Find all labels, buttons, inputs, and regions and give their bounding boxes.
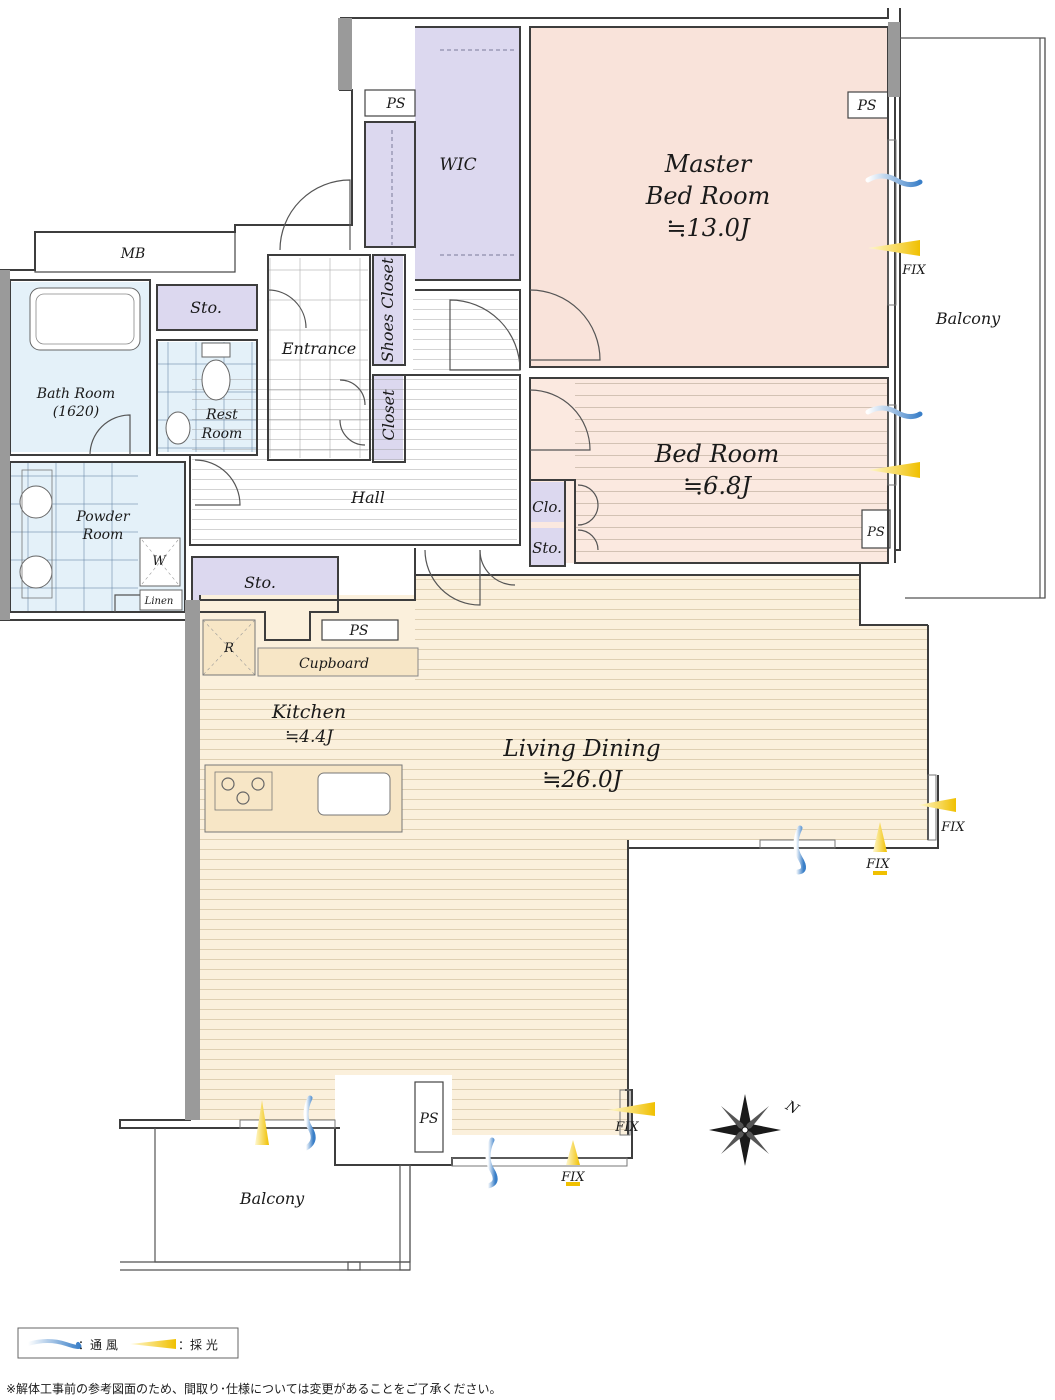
wind-markers [303,173,923,1189]
ps-wic-box [364,89,416,117]
sto-bed-label: Sto. [532,539,562,557]
master-bedroom-size: ≒13.0J [666,214,751,242]
wind-legend-icon [26,1339,82,1349]
wind-icon [865,173,923,188]
clo-fill [530,482,565,522]
entrance-label: Entrance [281,339,356,358]
compass-north-label: N [782,1098,802,1119]
fix-ld-lower-bottom-label: FIX [560,1170,585,1185]
fix-ld-bottom-label: FIX [865,857,890,872]
ps-bed-label: PS [866,525,885,540]
wind-icon [865,405,923,420]
sink-bowl-1 [19,485,53,519]
rest-room-label-2: Room [201,426,243,442]
hall-upper-stripes [413,290,518,370]
bedroom-label: Bed Room [654,440,780,468]
toilet [201,359,231,401]
room-fills [10,27,928,1153]
mb-label: MB [120,246,146,262]
bedroom-size: ≒6.8J [683,472,752,500]
living-dining-stripes [200,575,928,1135]
ps-bottom-box [414,1081,444,1153]
master-bedroom-label: Master [664,150,753,178]
wind-icon [793,825,806,875]
shoes-closet-label: Shoes Closet [378,257,397,362]
sto-bed-fill [530,528,565,566]
living-dining-label: Living Dining [502,736,660,762]
ps-mid-label: PS [348,623,368,639]
light-icon [255,1100,269,1145]
entrance-tiles [268,258,368,458]
ps-master-box [847,91,889,119]
kitchen-label: Kitchen [271,701,346,723]
master-bedroom-fill [530,27,888,367]
master-bedroom-label-2: Bed Room [645,182,771,210]
doors [89,179,601,612]
cupboard-label: Cupboard [299,656,369,672]
light-icon [608,1102,655,1116]
bathtub [29,287,141,351]
fix-ld-right-label: FIX [940,820,965,835]
wic-label: WIC [439,155,476,175]
light-icon [873,822,887,852]
disclaimer-note: ※解体工事前の参考図面のため、間取り･仕様については変更があることをご了承くださ… [6,1381,501,1396]
ps-master-label: PS [856,98,876,114]
linen-box [139,589,183,611]
mb-box [34,231,236,273]
sink [317,772,391,816]
ps-mid-box [321,619,399,641]
powder-label-2: Room [82,527,124,543]
wind-icon [303,1095,316,1151]
light-icon [868,240,920,256]
sink-bowl-2 [19,555,53,589]
compass-icon [709,1094,781,1166]
ps-bottom-label: PS [418,1111,438,1127]
light-icon [566,1140,580,1165]
stove [214,771,273,811]
powder-label: Powder [75,509,131,525]
walls [0,8,939,1166]
clo-label: Clo. [532,498,562,516]
shoes-closet-fill [373,255,403,365]
ps-bed-box [861,509,891,549]
living-dining-size: ≒26.0J [542,767,623,793]
cupboard-fill [257,647,419,677]
sto-top-label: Sto. [190,298,222,317]
balconies [120,37,1046,1271]
fix-master-label: FIX [901,263,926,278]
wic-hangers [391,49,515,256]
sto-mid-label: Sto. [244,573,276,592]
hall-label: Hall [350,488,385,507]
bath-label-2: (1620) [53,404,100,420]
kitchen-size: ≒4.4J [285,727,334,747]
fridge-label: R [223,641,234,656]
legend: ：通 風 ：採 光 [17,1327,239,1359]
light-icon [918,798,956,812]
wall-accents [0,18,900,1120]
linen-label: Linen [144,596,174,607]
wind-legend-label: ：通 風 [78,1338,118,1352]
fix-ld-lower-right-label: FIX [614,1120,639,1135]
light-legend-label: ：採 光 [178,1338,218,1352]
sto-top-fill [157,285,257,330]
balcony-bottom-label: Balcony [239,1189,305,1208]
bedroom-stripes [575,378,888,563]
rest-room-label: Rest [205,407,238,423]
room-labels: WIC Master Bed Room ≒13.0J Bed Room ≒6.8… [36,96,1001,1208]
light-legend-icon [130,1339,176,1349]
balcony-right-label: Balcony [935,309,1001,328]
bath-label: Bath Room [36,386,115,402]
ps-wic-label: PS [385,96,405,112]
wind-icon [485,1137,498,1189]
light-markers [255,240,956,1165]
light-icon [868,462,920,478]
washer-label: W [152,554,167,569]
closet-label: Closet [379,389,398,441]
